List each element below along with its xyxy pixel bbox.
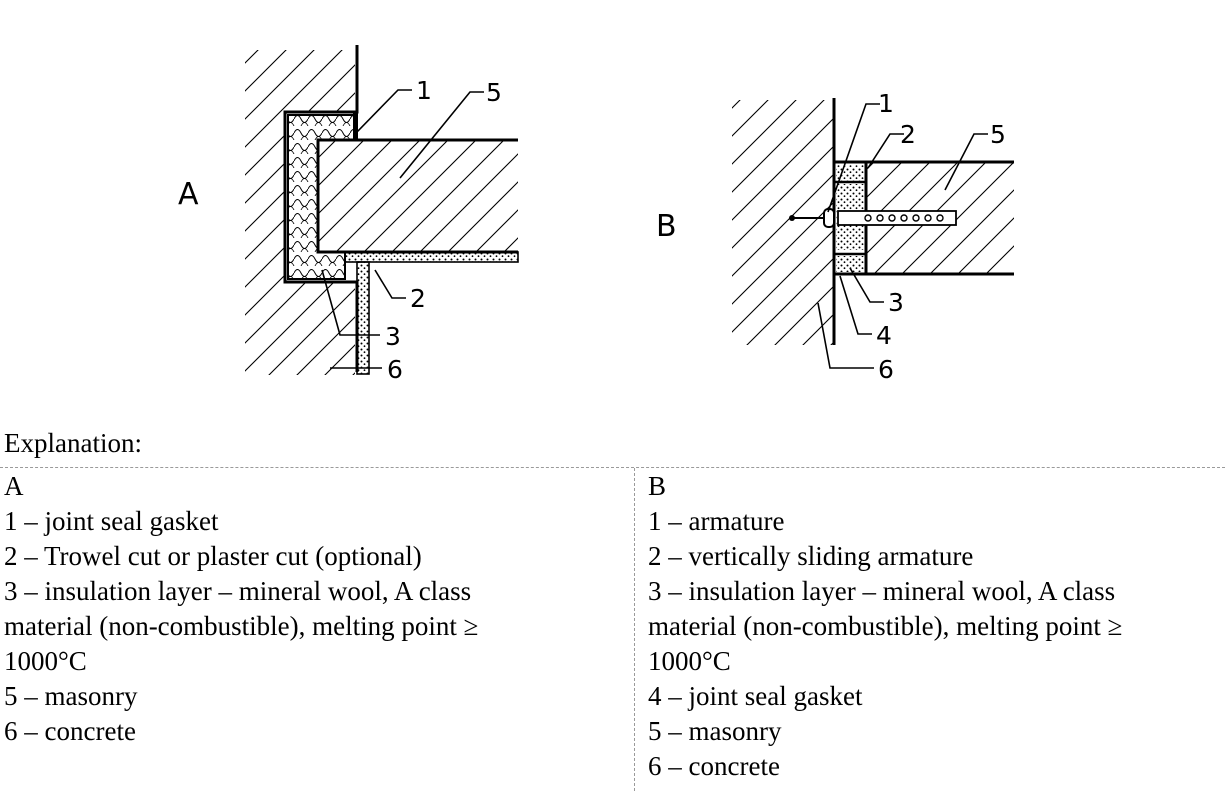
detail-b: 1 2 5 3 4 6 B <box>656 89 1014 384</box>
detail-b-letter: B <box>656 209 677 244</box>
table-column-divider <box>634 468 635 791</box>
callout-b-3: 3 <box>888 288 904 317</box>
legend-column-a: A 1 – joint seal gasket 2 – Trowel cut o… <box>4 469 604 749</box>
callout-b-4: 4 <box>876 321 892 350</box>
legend-b-line: material (non-combustible), melting poin… <box>648 611 1123 641</box>
legend-a-header: A <box>4 471 24 501</box>
detail-a-letter: A <box>178 177 199 212</box>
legend-column-b: B 1 – armature 2 – vertically sliding ar… <box>648 469 1218 784</box>
technical-drawing: 1 5 2 3 6 A <box>178 45 1014 384</box>
legend-b-line: 1 – armature <box>648 506 785 536</box>
callout-b-6: 6 <box>878 355 894 384</box>
callout-a-1: 1 <box>416 76 432 105</box>
callout-a-6: 6 <box>387 355 403 384</box>
explanation-heading: Explanation: <box>4 428 142 458</box>
legend-b-header: B <box>648 471 667 501</box>
callout-a-5: 5 <box>486 78 502 107</box>
legend-a-line: 6 – concrete <box>4 716 136 746</box>
legend-a-line: 5 – masonry <box>4 681 138 711</box>
legend-b-line: 3 – insulation layer – mineral wool, A c… <box>648 576 1116 606</box>
callout-a-2: 2 <box>410 284 426 313</box>
legend-a-line: 3 – insulation layer – mineral wool, A c… <box>4 576 472 606</box>
detail-a: 1 5 2 3 6 A <box>178 45 519 384</box>
callout-b-1: 1 <box>878 89 894 118</box>
table-top-border <box>0 467 1225 468</box>
legend-b-line: 2 – vertically sliding armature <box>648 541 974 571</box>
legend-a-line: material (non-combustible), melting poin… <box>4 611 479 641</box>
legend-a-line: 1 – joint seal gasket <box>4 506 219 536</box>
legend-b-line: 1000°C <box>648 646 731 676</box>
callout-b-5: 5 <box>990 120 1006 149</box>
legend-b-line: 4 – joint seal gasket <box>648 681 863 711</box>
legend-a-line: 1000°C <box>4 646 87 676</box>
legend-b-line: 5 – masonry <box>648 716 782 746</box>
legend-a-line: 2 – Trowel cut or plaster cut (optional) <box>4 541 422 571</box>
legend-b-line: 6 – concrete <box>648 751 780 781</box>
callout-a-3: 3 <box>385 322 401 351</box>
callout-b-2: 2 <box>900 120 916 149</box>
